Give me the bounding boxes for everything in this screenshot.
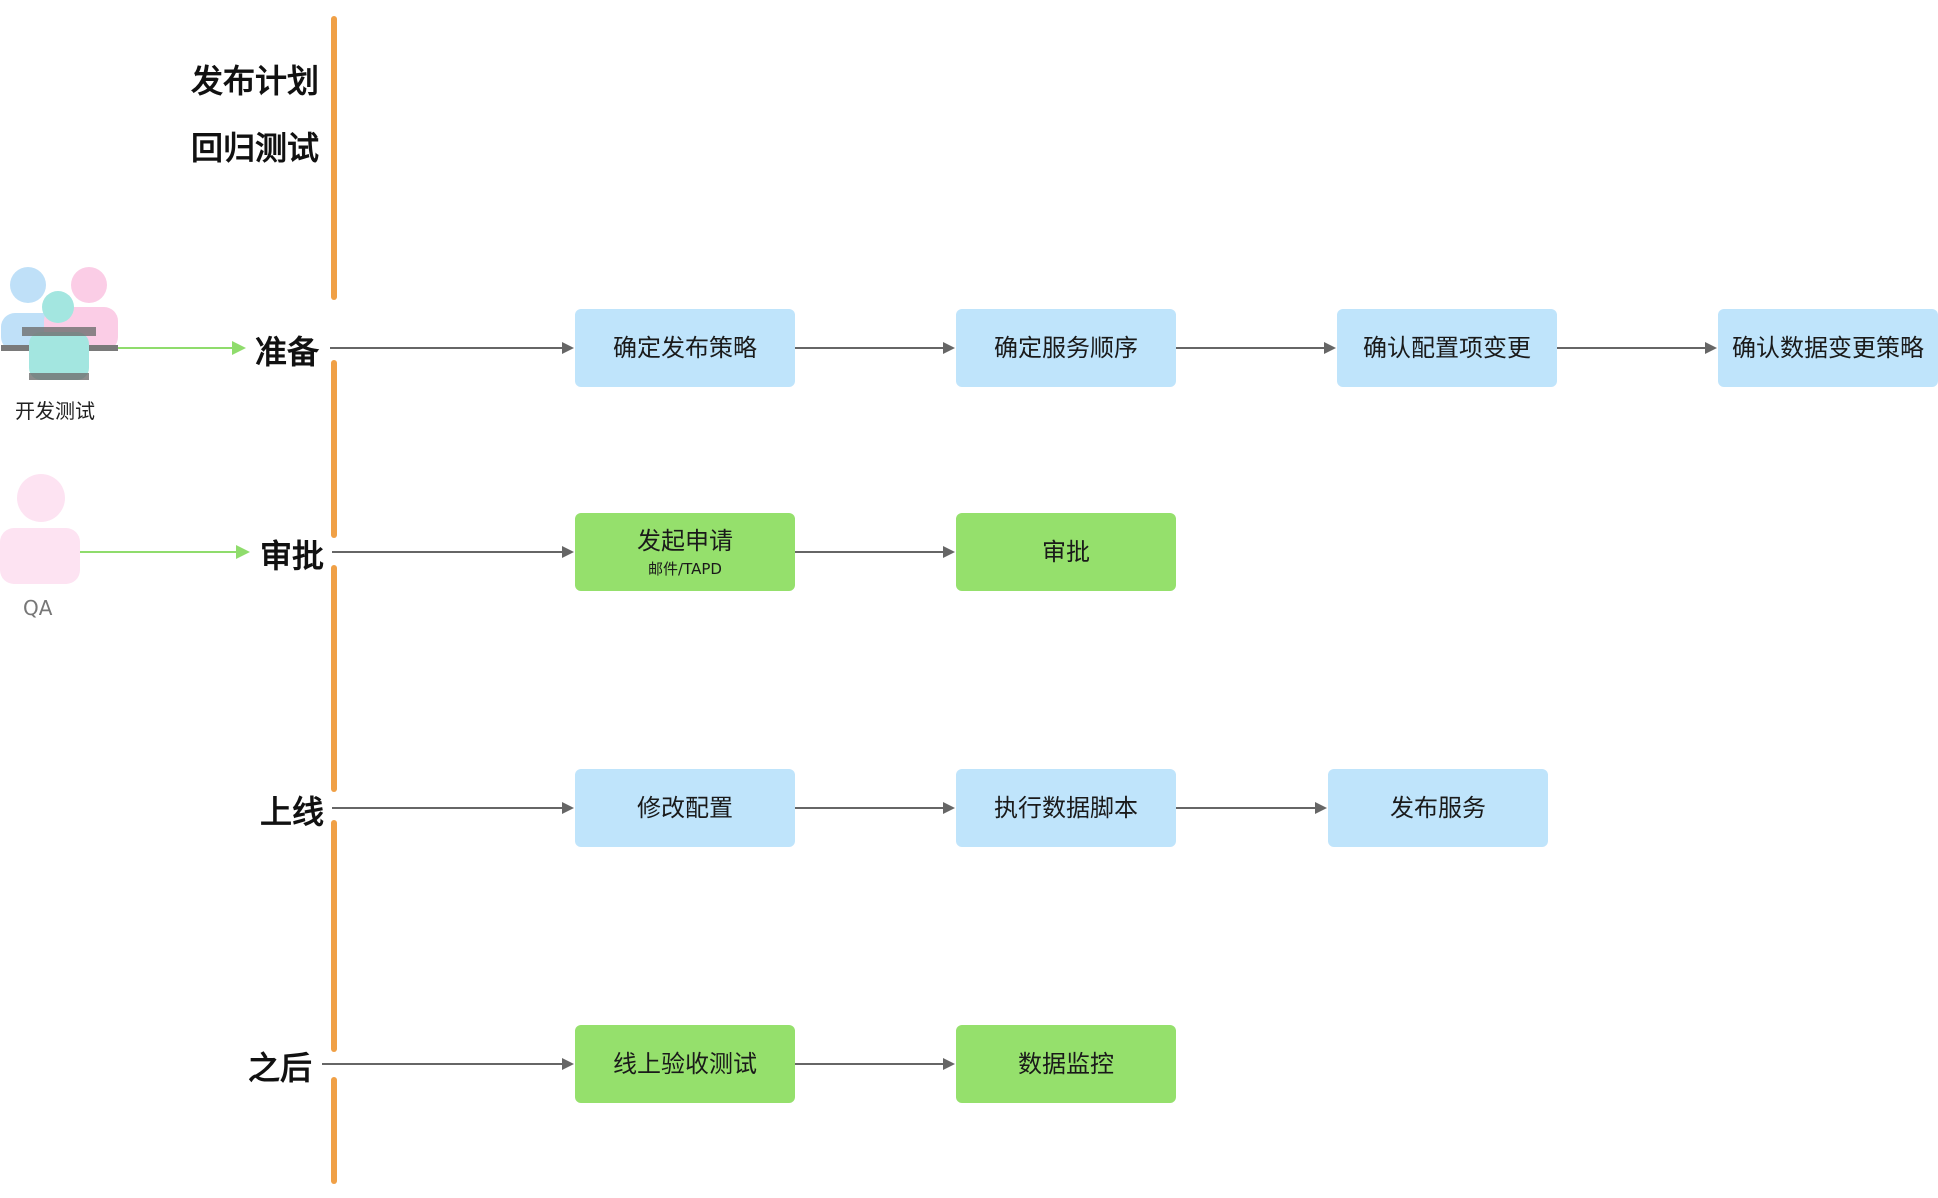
step-box: 发布服务 (1328, 769, 1548, 847)
step-label: 执行数据脚本 (994, 794, 1138, 822)
step-box: 确定发布策略 (575, 309, 795, 387)
step-label: 数据监控 (1018, 1050, 1114, 1078)
step-label: 确定服务顺序 (994, 334, 1138, 362)
step-box: 确认数据变更策略 (1718, 309, 1938, 387)
person-icon (0, 474, 80, 584)
phase-label-online: 上线 (259, 793, 324, 831)
step-label: 发布服务 (1390, 794, 1486, 822)
step-label: 确定发布策略 (613, 334, 757, 362)
step-box: 审批 (956, 513, 1176, 591)
step-label: 确认配置项变更 (1363, 334, 1531, 362)
top-label-release-plan: 发布计划 (190, 62, 319, 100)
step-label: 线上验收测试 (613, 1050, 757, 1078)
phase-label-prepare: 准备 (254, 333, 319, 371)
step-label: 发起申请 (637, 526, 733, 555)
step-sublabel: 邮件/TAPD (648, 559, 722, 578)
timeline-bar (331, 565, 337, 792)
top-label-regression-test: 回归测试 (190, 129, 319, 167)
step-box: 线上验收测试 (575, 1025, 795, 1103)
step-box: 确定服务顺序 (956, 309, 1176, 387)
step-box: 修改配置 (575, 769, 795, 847)
step-box: 数据监控 (956, 1025, 1176, 1103)
timeline-bar (331, 1077, 337, 1184)
role-label-qa: QA (23, 596, 53, 620)
timeline-bar (331, 820, 337, 1052)
group-people-icon (1, 267, 118, 380)
step-box: 执行数据脚本 (956, 769, 1176, 847)
step-label: 修改配置 (637, 794, 733, 822)
step-box: 发起申请 邮件/TAPD (575, 513, 795, 591)
step-label: 确认数据变更策略 (1732, 334, 1924, 362)
step-label: 审批 (1042, 538, 1090, 566)
timeline-bar (331, 360, 337, 538)
role-label-dev-test: 开发测试 (15, 399, 95, 423)
timeline-bar (331, 16, 337, 300)
phase-label-approve: 审批 (259, 537, 324, 575)
phase-label-after: 之后 (247, 1049, 312, 1087)
step-box: 确认配置项变更 (1337, 309, 1557, 387)
